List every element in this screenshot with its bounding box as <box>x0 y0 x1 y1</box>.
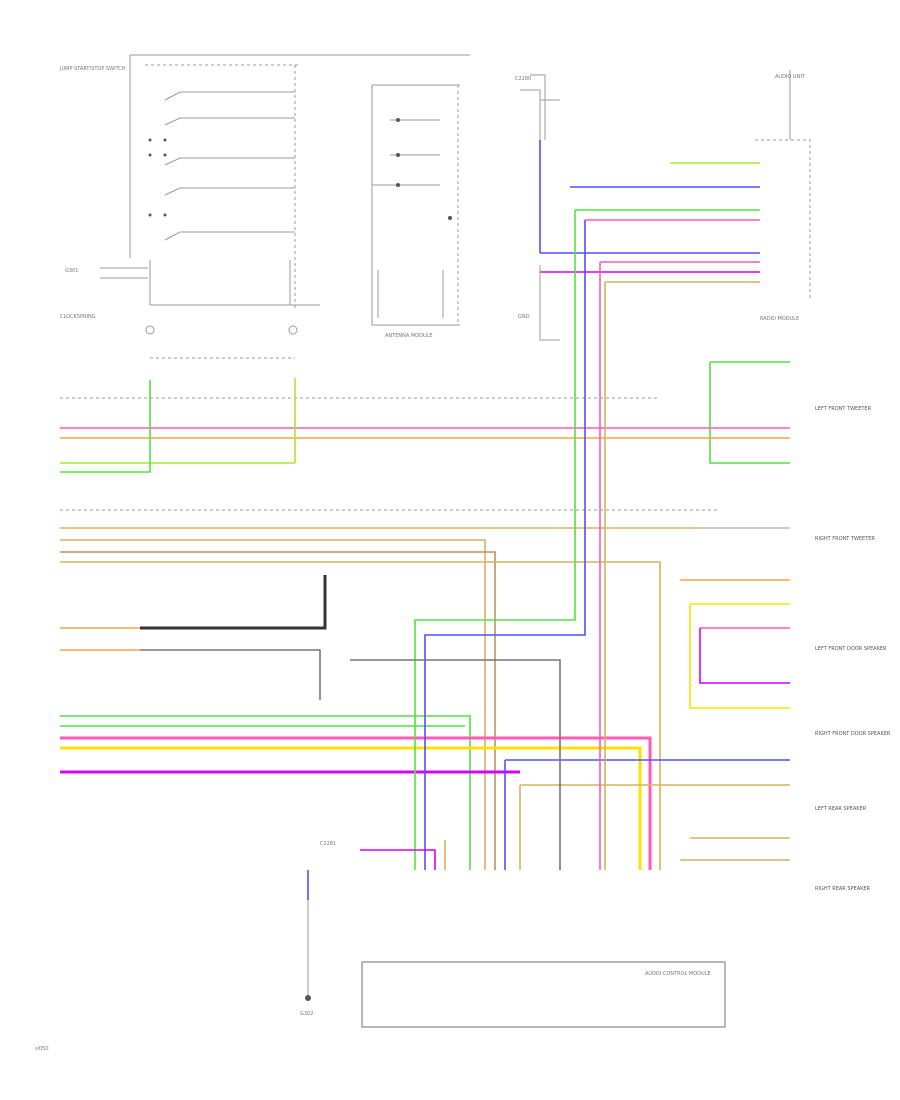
audio-control-module: AUDIO CONTROL MODULE C2281 <box>320 841 726 1028</box>
riser-wires <box>350 210 606 870</box>
connector-c1-label: C2280 <box>515 76 531 82</box>
lf-tweeter-label: LEFT FRONT TWEETER <box>815 406 872 412</box>
audio-unit-label: AUDIO UNIT <box>775 74 806 80</box>
switch-contacts <box>148 91 295 241</box>
speakers: LEFT FRONT TWEETER RIGHT FRONT TWEETER L… <box>505 361 891 892</box>
audio-control-module-label: AUDIO CONTROL MODULE <box>645 971 711 977</box>
jump-start-stop-label: JUMP START/STOP SWITCH <box>59 66 126 72</box>
clockspring-block: JUMP START/STOP SWITCH G301 CLOCKSPRING <box>59 54 470 359</box>
left-harness <box>60 378 720 870</box>
antenna-module-block: ANTENNA MODULE <box>371 84 460 339</box>
ground-bottom-left: G302 <box>300 870 313 1017</box>
lf-door-speaker-label: LEFT FRONT DOOR SPEAKER <box>815 646 887 652</box>
antenna-module-label: ANTENNA MODULE <box>385 333 433 339</box>
radio-module-block: C2280 AUDIO UNIT RADIO MODULE GND <box>515 70 811 341</box>
connector-c2-label: C2281 <box>320 841 336 847</box>
rr-speaker-label: RIGHT REAR SPEAKER <box>815 886 871 892</box>
gnd-g302-label: G302 <box>300 1011 313 1017</box>
clockspring-label: CLOCKSPRING <box>60 314 96 320</box>
ground-symbol <box>145 325 298 335</box>
gnd-label: GND <box>518 314 530 320</box>
rf-tweeter-label: RIGHT FRONT TWEETER <box>815 536 875 542</box>
radio-module-label: RADIO MODULE <box>760 316 799 322</box>
diagram-code: sl050 <box>35 1046 49 1052</box>
gnd-g301-label: G301 <box>65 268 78 274</box>
lr-speaker-label: LEFT REAR SPEAKER <box>815 806 867 812</box>
audio-control-module-box <box>361 961 726 1028</box>
rf-door-speaker-label: RIGHT FRONT DOOR SPEAKER <box>815 731 891 737</box>
